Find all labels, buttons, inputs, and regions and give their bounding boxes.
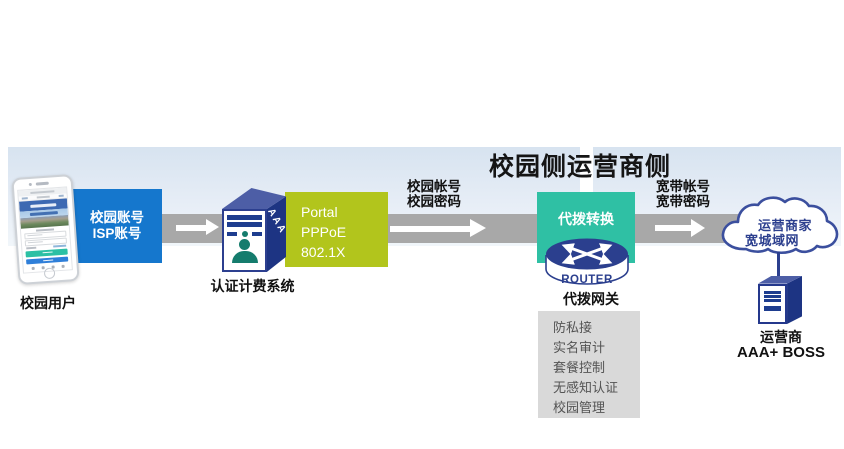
- protocol-portal: Portal: [301, 204, 338, 220]
- campus-credentials-label: 校园帐号 校园密码: [407, 179, 461, 209]
- auth-server-icon: AAA: [222, 188, 289, 272]
- arrow-right-icon: [176, 225, 206, 231]
- broadband-password-line: 宽带密码: [656, 194, 710, 209]
- server-vents-icon: [760, 286, 785, 302]
- arrow-right-icon: [655, 225, 691, 231]
- isp-account-type: ISP账号: [92, 225, 142, 241]
- feature-item: 校园管理: [553, 400, 606, 415]
- broadband-credentials-label: 宽带帐号 宽带密码: [656, 179, 710, 209]
- cloud-label-line1: 运营商家: [758, 218, 813, 233]
- arrow-right-icon: [206, 219, 219, 235]
- cloud-label-line2: 宽城域网: [745, 233, 800, 248]
- arrow-right-icon: [390, 226, 470, 232]
- arrow-right-icon: [691, 219, 705, 237]
- protocol-pppoe: PPPoE: [301, 224, 347, 240]
- campus-account-line: 校园帐号: [407, 179, 461, 194]
- status-dot-icon: [241, 231, 248, 237]
- operator-cloud: 运营商家 宽城域网: [716, 194, 842, 257]
- phone-mockup: [11, 174, 80, 285]
- account-types-box: 校园账号 ISP账号: [72, 189, 162, 263]
- server-side-face: [266, 196, 286, 272]
- protocol-8021x: 802.1X: [301, 244, 346, 260]
- panel-bar: [227, 222, 262, 227]
- feature-item: 无感知认证: [553, 380, 619, 395]
- feature-item: 防私接: [553, 320, 593, 335]
- cloud-icon: [721, 196, 839, 255]
- gateway-features-box: 防私接 实名审计 套餐控制 无感知认证 校园管理: [538, 311, 640, 418]
- phone-home-button: [43, 267, 56, 280]
- router-icon: ROUTER: [545, 238, 629, 286]
- operator-server-icon: [758, 276, 802, 324]
- diagram-title: 校园侧运营商侧: [488, 153, 671, 181]
- server-front-panel: [758, 284, 787, 324]
- server-top-face: [758, 276, 802, 284]
- operator-caption: 运营商 AAA+ BOSS: [726, 329, 836, 361]
- gateway-caption: 代拨网关: [563, 291, 619, 307]
- phone-camera-icon: [28, 182, 32, 187]
- phone-speaker: [35, 181, 49, 186]
- user-icon: [224, 239, 265, 263]
- panel-dash: [252, 232, 262, 236]
- broadband-account-line: 宽带帐号: [656, 179, 710, 194]
- protocol-box: Portal PPPoE 802.1X: [285, 192, 388, 267]
- campus-password-line: 校园密码: [407, 194, 461, 209]
- router-label: ROUTER: [561, 274, 613, 286]
- phone-screen: [17, 186, 73, 274]
- panel-indicator-row: [224, 231, 265, 237]
- panel-dash: [227, 232, 237, 236]
- campus-account-type: 校园账号: [90, 210, 144, 225]
- server-drive-bar: [764, 305, 781, 311]
- server-front-panel: [222, 209, 267, 272]
- auth-system-caption: 认证计费系统: [210, 278, 295, 294]
- campus-user-caption: 校园用户: [20, 295, 76, 311]
- server-side-face: [787, 276, 802, 324]
- operator-name: 运营商: [760, 329, 802, 345]
- arrow-right-icon: [470, 219, 486, 237]
- operator-systems: AAA+ BOSS: [737, 344, 825, 361]
- panel-bar: [227, 215, 262, 220]
- feature-item: 实名审计: [553, 340, 606, 355]
- feature-item: 套餐控制: [553, 360, 606, 375]
- cloud-server-connector: [777, 252, 780, 279]
